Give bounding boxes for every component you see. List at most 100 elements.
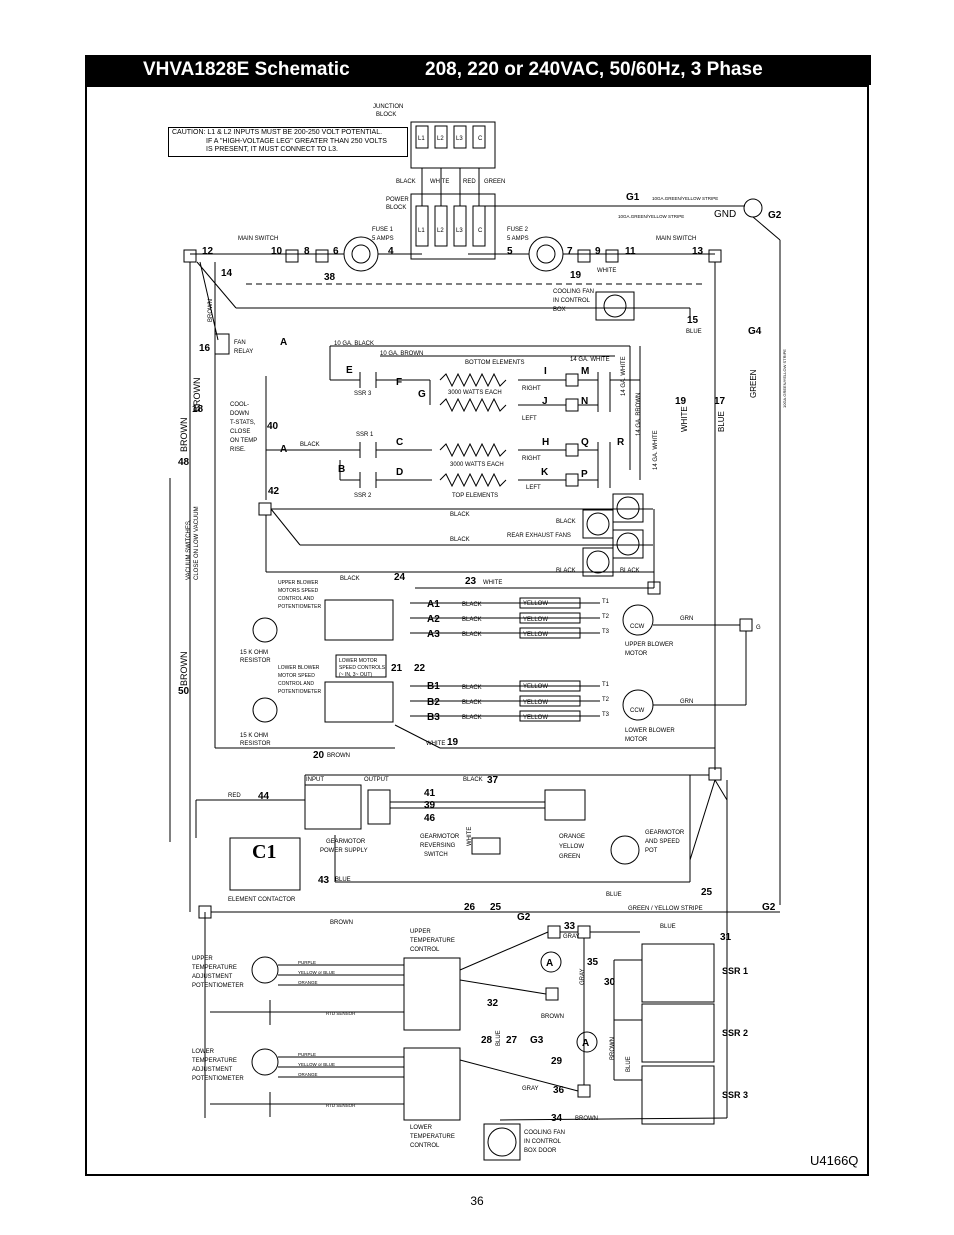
diagram-label: CLOSE bbox=[230, 429, 250, 435]
diagram-label: L3 bbox=[456, 136, 463, 142]
diagram-label: ORANGE bbox=[298, 1072, 318, 1077]
diagram-label: 39 bbox=[424, 800, 436, 811]
diagram-label: R bbox=[617, 437, 625, 448]
diagram-label: BLACK bbox=[556, 568, 576, 574]
gearmotor-power-supply bbox=[304, 784, 362, 830]
diagram-label: 38 bbox=[324, 272, 336, 283]
diagram-label: 18 bbox=[192, 404, 204, 415]
caution-line-1: CAUTION: L1 & L2 INPUTS MUST BE 200-250 … bbox=[172, 129, 383, 136]
diagram-label: GRAY bbox=[522, 1086, 539, 1092]
diagram-label: TEMPERATURE bbox=[410, 938, 455, 944]
diagram-label: TEMPERATURE bbox=[192, 965, 237, 971]
diagram-label: 14 GA. BROWN bbox=[636, 393, 642, 436]
top-element-right bbox=[439, 442, 507, 458]
diagram-label: MOTOR SPEED bbox=[278, 673, 315, 679]
diagram-label: BLUE bbox=[496, 1030, 502, 1046]
diagram-label: Q bbox=[581, 437, 589, 448]
diagram-label: 5 AMPS bbox=[372, 236, 394, 242]
diagram-label: LEFT bbox=[522, 416, 537, 422]
diagram-label: GRN bbox=[680, 616, 693, 622]
diagram-label: 27 bbox=[506, 1035, 518, 1046]
diagram-label: MAIN SWITCH bbox=[656, 236, 696, 242]
diagram-label: BROWN bbox=[330, 920, 353, 926]
diagram-label: N bbox=[581, 396, 588, 407]
diagram-label: SSR 2 bbox=[722, 1028, 748, 1038]
diagram-label: LEFT bbox=[526, 485, 541, 491]
diagram-label: UPPER bbox=[192, 956, 213, 962]
diagram-label: P bbox=[581, 469, 588, 480]
diagram-label: ON TEMP bbox=[230, 438, 257, 444]
diagram-label: RIGHT bbox=[522, 456, 541, 462]
diagram-label: GRAY bbox=[563, 934, 580, 940]
diagram-label: RED bbox=[463, 179, 476, 185]
junction-block bbox=[410, 121, 496, 169]
diagram-label: RED bbox=[228, 793, 241, 799]
diagram-label: I bbox=[544, 366, 547, 377]
diagram-label: GREEN / YELLOW STRIPE bbox=[628, 906, 703, 912]
diagram-label: G4 bbox=[748, 326, 762, 337]
diagram-label: BROWN bbox=[541, 1014, 564, 1020]
diagram-label: H bbox=[542, 437, 549, 448]
fuse-1 bbox=[343, 236, 379, 272]
diagram-label: T1 bbox=[602, 682, 610, 688]
gearmotor bbox=[544, 789, 586, 821]
bottom-element-left bbox=[439, 397, 507, 413]
diagram-label: A bbox=[546, 958, 553, 969]
diagram-label: TEMPERATURE bbox=[192, 1058, 237, 1064]
diagram-label: G2 bbox=[517, 912, 531, 923]
diagram-label: F bbox=[396, 377, 402, 388]
diagram-label: 31 bbox=[720, 932, 732, 943]
lower-motor-speed-box bbox=[335, 654, 387, 678]
diagram-label: BLUE bbox=[717, 411, 726, 432]
diagram-label: SSR 3 bbox=[354, 391, 372, 397]
diagram-label: G3 bbox=[530, 1035, 544, 1046]
diagram-label: L1 bbox=[418, 228, 425, 234]
diagram-label: 29 bbox=[551, 1056, 563, 1067]
diagram-label: GREEN bbox=[749, 369, 758, 398]
diagram-label: POTENTIOMETER bbox=[192, 983, 244, 989]
diagram-label: 44 bbox=[258, 791, 270, 802]
diagram-label: SPEED CONTROLS bbox=[339, 665, 386, 671]
document-id: U4166Q bbox=[810, 1153, 859, 1168]
diagram-label: G1 bbox=[626, 192, 640, 203]
diagram-label: BLUE bbox=[626, 1056, 632, 1072]
diagram-label: TOP ELEMENTS bbox=[452, 493, 498, 499]
diagram-label: IN CONTROL bbox=[524, 1139, 562, 1145]
diagram-label: BOX DOOR bbox=[524, 1148, 557, 1154]
ground-symbol bbox=[743, 198, 763, 218]
diagram-label: INPUT bbox=[306, 777, 324, 783]
diagram-label: 20 bbox=[313, 750, 325, 761]
exhaust-fan-3 bbox=[612, 529, 644, 559]
diagram-label: C bbox=[396, 437, 403, 448]
diagram-label: BLACK bbox=[462, 617, 482, 623]
diagram-label: 7 bbox=[567, 246, 573, 257]
cooling-fan-box-door bbox=[483, 1123, 521, 1161]
diagram-label: BROWN bbox=[610, 1037, 616, 1060]
diagram-label: COOLING FAN bbox=[524, 1130, 565, 1136]
diagram-label: 33 bbox=[564, 921, 576, 932]
diagram-label: MOTORS SPEED bbox=[278, 588, 319, 594]
diagram-label: BOTTOM ELEMENTS bbox=[465, 360, 525, 366]
diagram-label: BLUE bbox=[335, 877, 351, 883]
gearmotor-reversing-switch bbox=[471, 837, 501, 855]
diagram-label: BROWN bbox=[208, 299, 214, 322]
diagram-label: 6 bbox=[333, 246, 339, 257]
diagram-label: REAR EXHAUST FANS bbox=[507, 533, 571, 539]
diagram-label: POWER bbox=[386, 197, 409, 203]
junction-label-2: BLOCK bbox=[376, 112, 396, 118]
diagram-label: A bbox=[280, 337, 287, 348]
diagram-label: E bbox=[346, 365, 353, 376]
upper-temp-pot bbox=[251, 956, 279, 984]
cooling-fan-control-box bbox=[595, 291, 635, 321]
diagram-label: YELLOW or BLUE bbox=[298, 1062, 335, 1067]
diagram-label: 4 bbox=[388, 246, 394, 257]
diagram-label: T-STATS, bbox=[230, 420, 256, 426]
diagram-label: L2 bbox=[437, 136, 444, 142]
lower-blower-motor bbox=[622, 689, 654, 721]
diagram-label: BLOCK bbox=[386, 205, 406, 211]
gearmotor-speed-pot bbox=[610, 835, 640, 865]
diagram-label: GND bbox=[714, 209, 736, 220]
diagram-label: BLACK bbox=[396, 179, 416, 185]
diagram-label: 15 bbox=[687, 315, 699, 326]
diagram-label: M bbox=[581, 366, 589, 377]
